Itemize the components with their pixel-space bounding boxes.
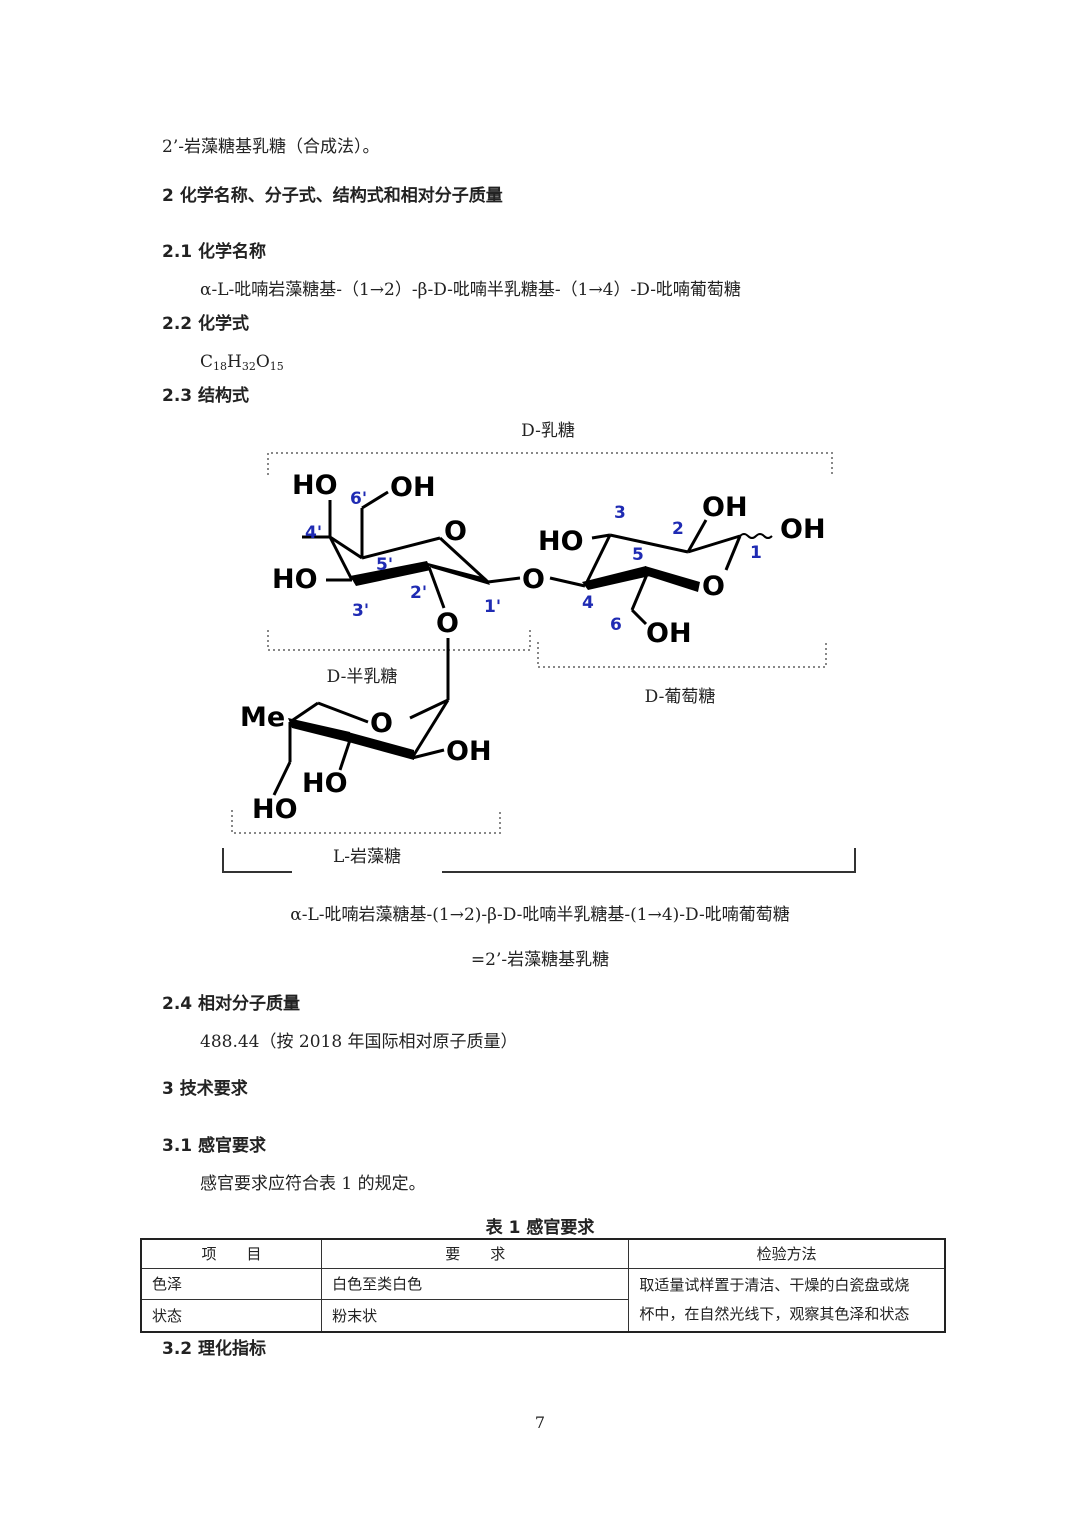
num-5-prime: 5' (376, 555, 393, 575)
section-2-3-heading: 2.3 结构式 (162, 386, 250, 406)
table-row: 色泽 白色至类白色 取适量试样置于清洁、干燥的白瓷盘或烧杯中，在自然光线下，观察… (140, 1267, 946, 1333)
glc-oh-6: OH (646, 618, 692, 649)
table-1-title: 表 1 感官要求 (485, 1218, 595, 1238)
num-1: 1 (750, 543, 762, 563)
fuc-me: Me (240, 702, 285, 733)
cell-requirement: 粉末状 (321, 1299, 630, 1333)
cell-item: 色泽 (140, 1267, 323, 1301)
galactose-label: D-半乳糖 (327, 667, 398, 687)
gal-oh-6: OH (390, 472, 436, 503)
section-2-1-heading: 2.1 化学名称 (162, 242, 267, 262)
molecular-formula: C18H32O15 (200, 352, 284, 373)
section-3-2-heading: 3.2 理化指标 (162, 1339, 267, 1359)
cell-item: 状态 (140, 1299, 323, 1333)
fucose-label: L-岩藻糖 (333, 847, 401, 867)
glc-oh-1: OH (780, 514, 826, 545)
num-3-prime: 3' (352, 601, 369, 621)
section-2-4-heading: 2.4 相对分子质量 (162, 994, 301, 1014)
num-4: 4 (582, 593, 594, 613)
gal-ring-o: O (444, 516, 467, 547)
num-4-prime: 4' (305, 523, 322, 543)
chemical-name: α-L-吡喃岩藻糖基-（1→2）-β-D-吡喃半乳糖基-（1→4）-D-吡喃葡萄… (200, 280, 741, 300)
page-number: 7 (534, 1413, 546, 1432)
fucose-bracket (231, 810, 501, 834)
galactose-bracket (267, 630, 531, 651)
fuc-ring-o: O (370, 708, 393, 739)
num-2: 2 (672, 519, 684, 539)
gal-ho-4: HO (272, 564, 318, 595)
sensory-requirements-table: 项 目 要 求 检验方法 色泽 白色至类白色 取适量试样置于清洁、干燥的白瓷盘或… (140, 1238, 946, 1333)
bridge-o-14: O (522, 564, 545, 595)
section-2-heading: 2 化学名称、分子式、结构式和相对分子质量 (162, 186, 503, 206)
fuc-ho-a: HO (302, 768, 348, 799)
num-3: 3 (614, 503, 626, 523)
fuc-oh: OH (446, 736, 492, 767)
section-3-1-text: 感官要求应符合表 1 的规定。 (200, 1174, 426, 1194)
table-row: 状态 粉末状 (140, 1299, 945, 1333)
glc-oh-2: OH (702, 492, 748, 523)
section-3-heading: 3 技术要求 (162, 1079, 248, 1099)
structure-caption-line-1: α-L-吡喃岩藻糖基-(1→2)-β-D-吡喃半乳糖基-(1→4)-D-吡喃葡萄… (290, 905, 790, 925)
lactose-label: D-乳糖 (521, 421, 575, 441)
header-item: 项 目 (140, 1238, 323, 1269)
overall-bracket (222, 848, 856, 873)
fuc-ho-b: HO (252, 794, 298, 825)
cell-method: 取适量试样置于清洁、干燥的白瓷盘或烧杯中，在自然光线下，观察其色泽和状态 (628, 1268, 946, 1333)
num-5: 5 (632, 545, 644, 565)
glucose-bracket (537, 642, 827, 668)
num-6: 6 (610, 615, 622, 635)
header-requirement: 要 求 (321, 1238, 630, 1269)
num-6-prime: 6' (350, 489, 367, 509)
gal-ho-top: HO (292, 470, 338, 501)
glucose-label: D-葡萄糖 (645, 687, 716, 707)
num-2-prime: 2' (410, 583, 427, 603)
bridge-o-12: O (436, 608, 459, 639)
glc-ho-3: HO (538, 526, 584, 557)
table-header-row: 项 目 要 求 检验方法 (140, 1238, 946, 1269)
section-2-2-heading: 2.2 化学式 (162, 314, 250, 334)
intro-line: 2’-岩藻糖基乳糖（合成法）。 (162, 137, 380, 157)
structure-caption-line-2: =2’-岩藻糖基乳糖 (470, 950, 610, 970)
header-method: 检验方法 (628, 1238, 946, 1269)
molecular-mass: 488.44（按 2018 年国际相对原子质量） (200, 1032, 518, 1052)
structural-formula-diagram: D-乳糖 D-半乳糖 D-葡萄糖 L-岩藻糖 (222, 421, 856, 873)
glc-ring-o: O (702, 571, 725, 602)
lactose-bracket (267, 452, 833, 475)
section-3-1-heading: 3.1 感官要求 (162, 1136, 267, 1156)
num-1-prime: 1' (484, 597, 501, 617)
cell-requirement: 白色至类白色 (321, 1267, 630, 1301)
